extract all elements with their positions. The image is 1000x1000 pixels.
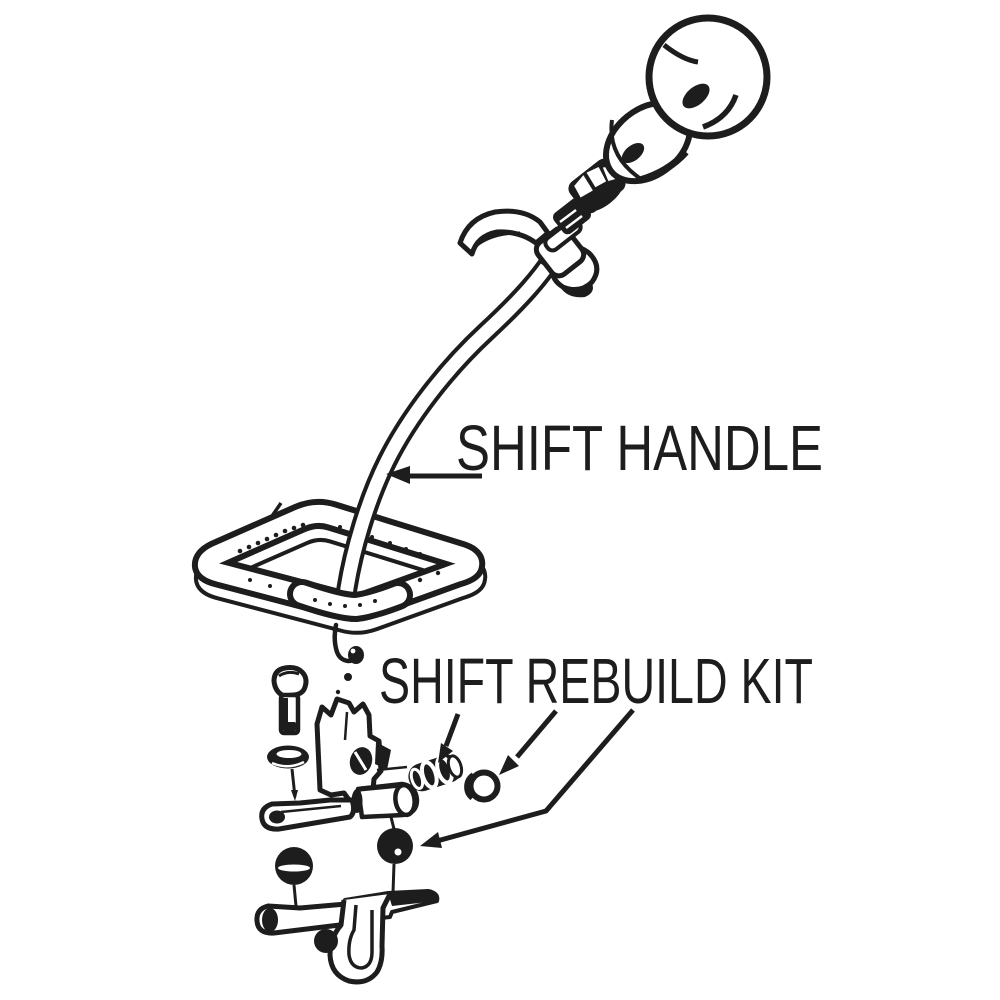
leader-arrow-b-icon	[499, 709, 558, 775]
leader-arrow-c-icon	[420, 708, 635, 848]
pivot-pin-icon	[351, 781, 420, 820]
shift-rebuild-kit-label: SHIFT REBUILD KIT	[379, 645, 813, 717]
plate-front-rim	[287, 579, 413, 623]
base-arm-icon	[259, 797, 357, 832]
shift-handle-label: SHIFT HANDLE	[456, 412, 823, 484]
flat-washer-icon	[267, 745, 309, 801]
snap-ring-icon	[464, 769, 501, 803]
small-bushing-icon	[408, 754, 464, 792]
shift-rebuild-kit-callout: SHIFT REBUILD KIT	[379, 645, 813, 848]
mounting-bracket-icon	[254, 889, 440, 985]
plate-tick-mark	[268, 502, 283, 520]
handle-collar-icon	[533, 217, 587, 279]
left-bushing-icon	[275, 847, 313, 907]
leader-arrow-a-icon	[438, 713, 461, 763]
shift-handle-shaft-icon	[334, 232, 572, 614]
pin-link-line	[376, 765, 408, 772]
arrow-shift-handle-icon	[386, 466, 482, 484]
mounting-bolt-icon	[271, 665, 309, 736]
front-bushing-icon	[377, 816, 413, 894]
shift-knob-ball-icon	[645, 14, 771, 140]
shifter-base-icon	[314, 696, 391, 807]
plate-stipple-dots	[237, 522, 445, 597]
shift-handle-callout: SHIFT HANDLE	[386, 412, 823, 484]
handle-tip-icon	[332, 622, 364, 695]
